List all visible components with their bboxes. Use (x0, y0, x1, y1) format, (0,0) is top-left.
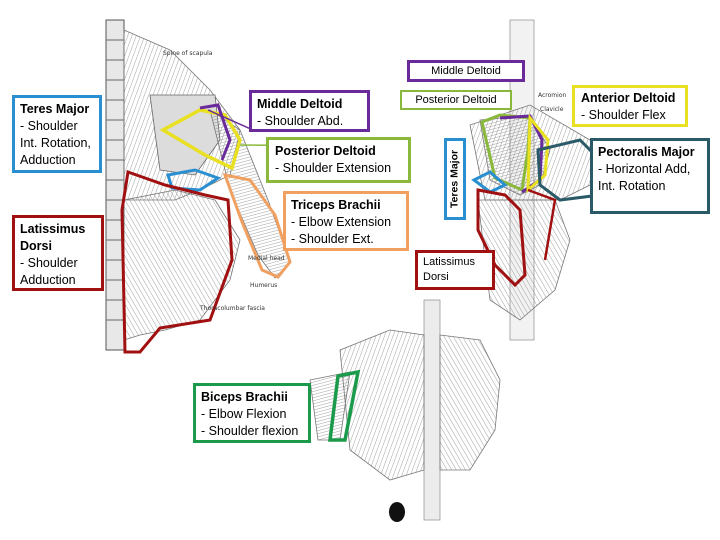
pectoralis-major-label-box: Pectoralis Major - Horizontal Add, Int. … (590, 138, 710, 214)
latissimus-title: Latissimus Dorsi (20, 222, 86, 253)
biceps-brachii-label-box: Biceps Brachii - Elbow Flexion - Shoulde… (193, 383, 311, 443)
side-middle-deltoid-text: Middle Deltoid (431, 65, 501, 77)
pectoralis-action-1: - Horizontal Add, (598, 162, 691, 176)
side-teres-major-label: Teres Major (444, 138, 466, 220)
middle-deltoid-leader (207, 109, 254, 131)
teres-major-action-2: Int. Rotation, (20, 136, 91, 150)
posterior-back-figure (105, 19, 292, 354)
thoracolumbar-fascia-text: Thoracolumbar fascia (200, 305, 265, 312)
pectoralis-title: Pectoralis Major (598, 145, 695, 159)
spine-of-scapula-text: Spine of scapula (163, 50, 213, 57)
teres-major-action-3: Adduction (20, 153, 76, 167)
triceps-brachii-label-box: Triceps Brachii - Elbow Extension - Shou… (283, 191, 409, 251)
side-middle-deltoid-label: Middle Deltoid (407, 60, 525, 82)
triceps-title: Triceps Brachii (291, 198, 381, 212)
side-latissimus-text: Latissimus Dorsi (423, 256, 475, 283)
teres-major-label-box: Teres Major - Shoulder Int. Rotation, Ad… (12, 95, 102, 173)
side-posterior-deltoid-label: Posterior Deltoid (400, 90, 512, 110)
medial-head-text: Medial head (248, 255, 285, 262)
triceps-action-2: - Shoulder Ext. (291, 232, 374, 246)
humerus-text: Humerus (250, 282, 278, 289)
anterior-deltoid-action-1: - Shoulder Flex (581, 108, 666, 122)
side-posterior-deltoid-text: Posterior Deltoid (415, 94, 497, 106)
triceps-action-1: - Elbow Extension (291, 215, 392, 229)
middle-deltoid-label-box: Middle Deltoid - Shoulder Abd. (249, 90, 370, 132)
biceps-action-2: - Shoulder flexion (201, 424, 299, 438)
anterior-deltoid-label-box: Anterior Deltoid - Shoulder Flex (572, 85, 688, 127)
latissimus-action-1: - Shoulder (20, 256, 78, 270)
side-teres-major-text: Teres Major (448, 149, 461, 209)
biceps-title: Biceps Brachii (201, 390, 288, 404)
clavicle-text: Clavicle (540, 106, 564, 113)
middle-deltoid-title: Middle Deltoid (257, 97, 343, 111)
lower-back-figure (309, 299, 501, 522)
middle-deltoid-action-1: - Shoulder Abd. (257, 114, 344, 128)
teres-major-action-1: - Shoulder (20, 119, 78, 133)
latissimus-action-2: Adduction (20, 273, 76, 287)
acromion-text: Acromion (538, 92, 567, 99)
biceps-action-1: - Elbow Flexion (201, 407, 287, 421)
posterior-deltoid-label-box: Posterior Deltoid - Shoulder Extension (266, 137, 411, 183)
pectoralis-action-2: Int. Rotation (598, 179, 666, 193)
posterior-deltoid-action-1: - Shoulder Extension (275, 161, 392, 175)
anterior-deltoid-title: Anterior Deltoid (581, 91, 676, 105)
side-latissimus-label: Latissimus Dorsi (415, 250, 495, 290)
latissimus-dorsi-label-box: Latissimus Dorsi - Shoulder Adduction (12, 215, 104, 291)
teres-major-title: Teres Major (20, 102, 90, 116)
posterior-deltoid-title: Posterior Deltoid (275, 144, 376, 158)
